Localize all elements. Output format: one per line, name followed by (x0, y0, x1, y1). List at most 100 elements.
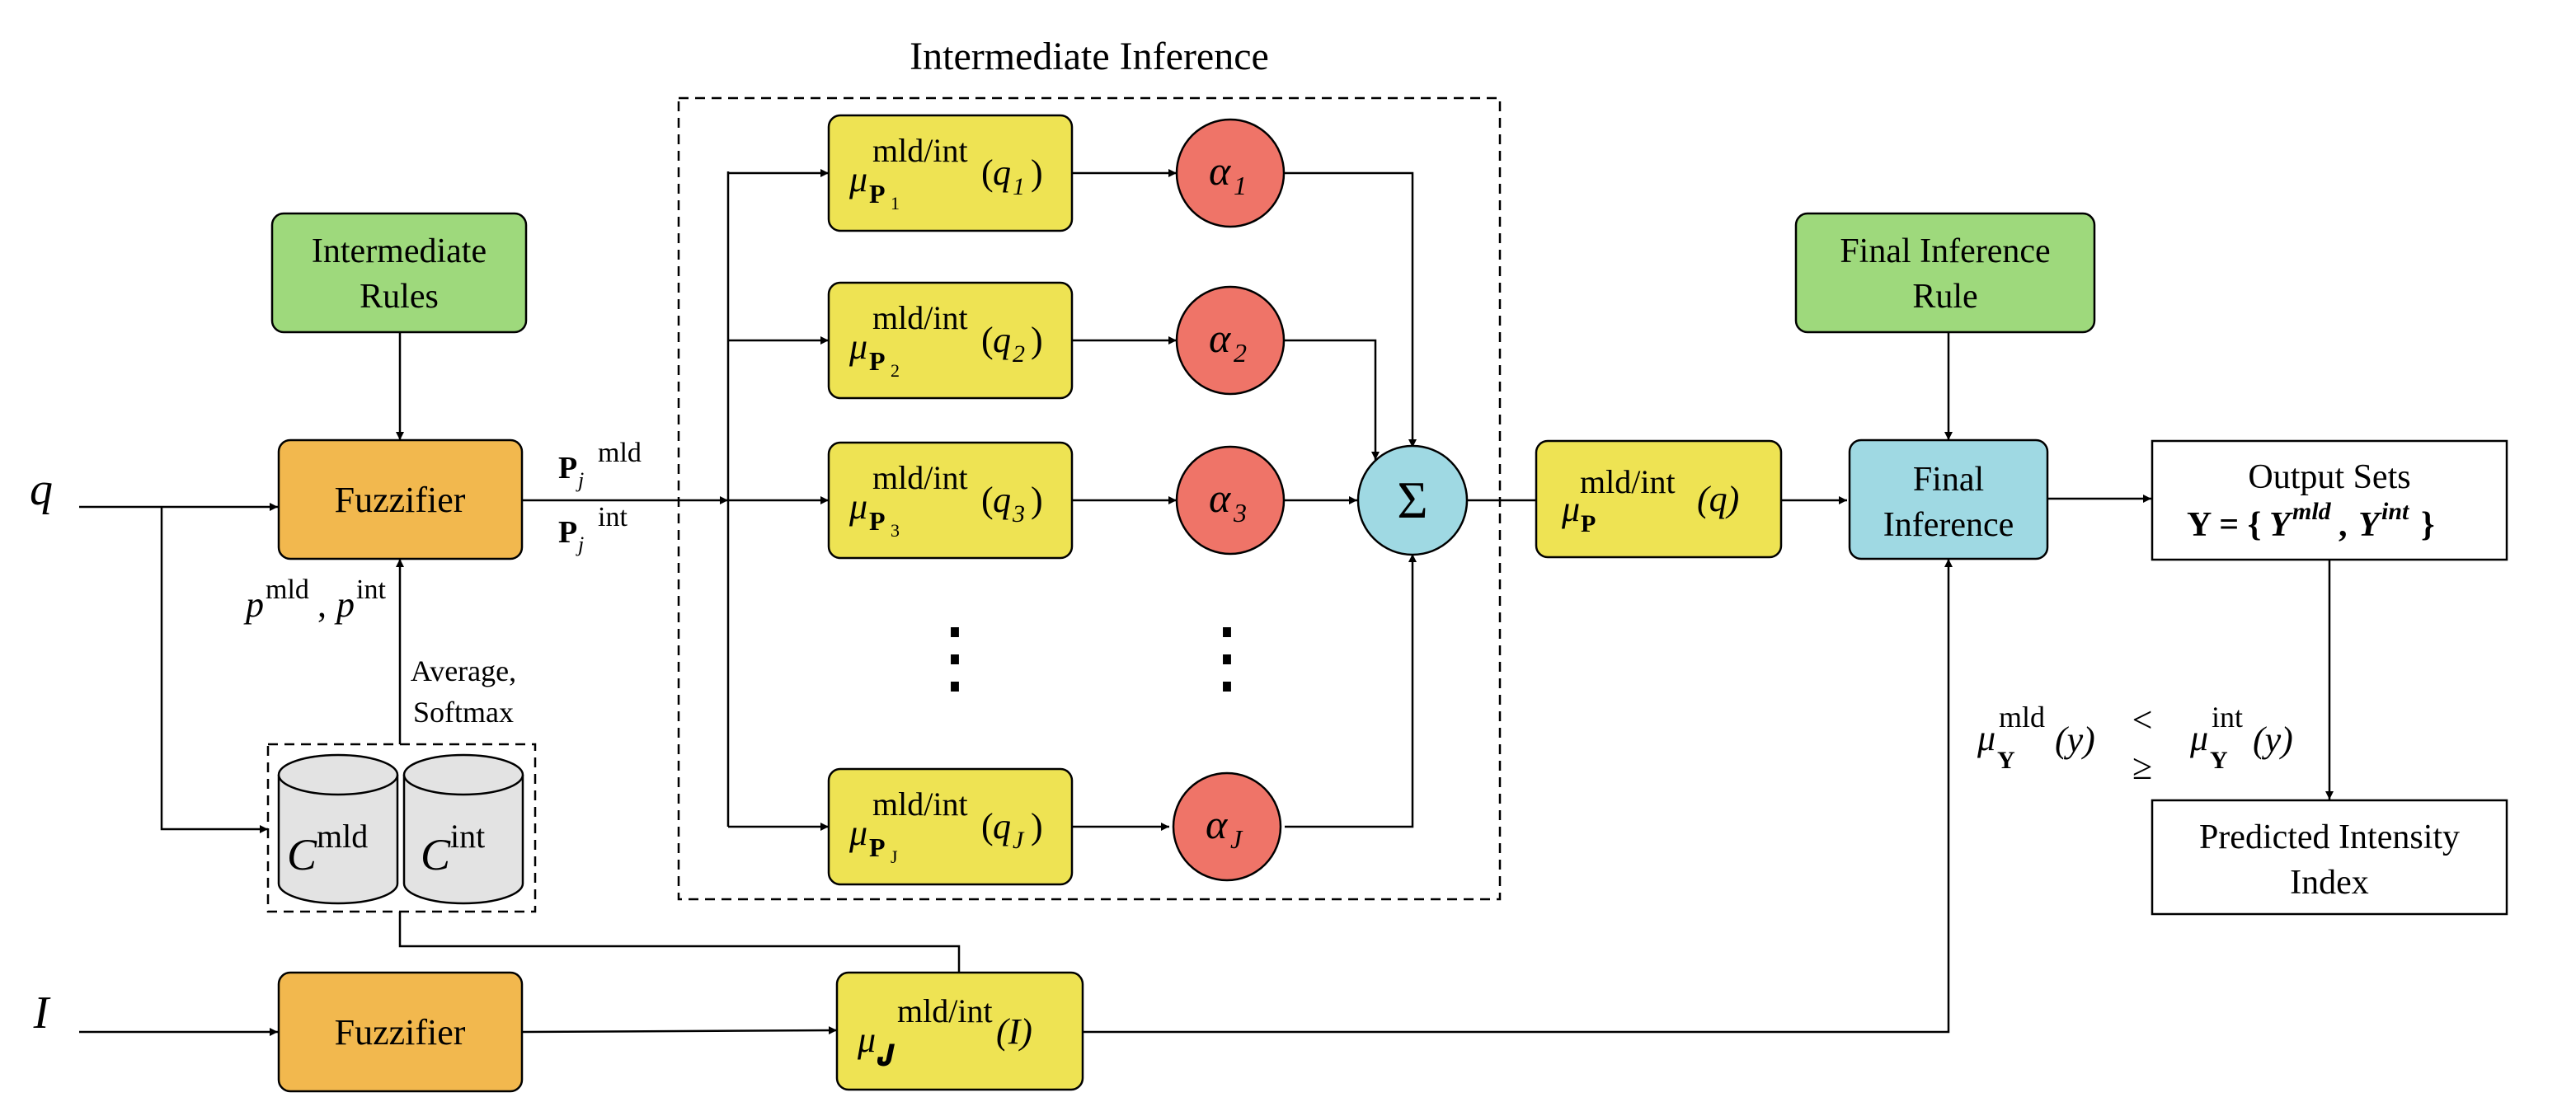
cmp-op-ge: ≥ (2132, 747, 2152, 787)
alpha-circle (1175, 285, 1286, 396)
centroid-mld-sup: mld (317, 818, 368, 855)
edge-intensity-to-final (1083, 559, 1953, 1034)
aggregate-mu: μ (1561, 489, 1580, 529)
edge-fuzzifier-to-intensity (521, 1026, 838, 1035)
membership-arg-close: ) (1031, 320, 1043, 360)
membership-arg-close: ) (1031, 152, 1043, 193)
sum-symbol: Σ (1397, 471, 1427, 529)
alpha-symbol: α (1206, 801, 1229, 847)
alpha-sub: 1 (1234, 171, 1247, 200)
intermediate-rules-line1: Intermediate (312, 232, 487, 270)
p-int-sub: j (576, 532, 584, 556)
edge-centroids-to-intensity (398, 912, 961, 973)
intermediate-rules-line2: Rules (360, 278, 439, 316)
cmp-left-sup: mld (1999, 701, 2045, 734)
membership-arg-open: ( (981, 152, 994, 193)
membership-arg-close: ) (1031, 806, 1043, 846)
cmp-op-lt: < (2132, 700, 2153, 740)
membership-arg-open: ( (981, 480, 994, 520)
intensity-mu: μ (857, 1020, 876, 1060)
aggregate-sup: mld/int (1580, 463, 1676, 500)
output-sets-comma: , (2339, 506, 2348, 544)
predicted-line1: Predicted Intensity (2199, 818, 2460, 856)
intermediate-inference-group (677, 96, 1502, 901)
membership-argsub: 3 (1012, 500, 1025, 528)
centroid-mld-base: C (287, 830, 317, 879)
p-mld-sub: j (576, 468, 584, 492)
fuzzifier-output-labels: P j mld P j int (558, 438, 642, 556)
fuzzifier-top: Fuzzifier (277, 438, 524, 560)
membership-comparison: μ mld Y (y) < ≥ μ int Y (y) (1977, 700, 2293, 787)
sum-node: Σ (1356, 444, 1469, 556)
membership-arg-open: ( (981, 806, 994, 846)
membership-sub: P (869, 179, 886, 209)
aggregate-arg: (q) (1697, 479, 1739, 519)
cmp-left-mu: μ (1977, 718, 1995, 758)
intensity-sup: mld/int (897, 992, 993, 1029)
input-I-label: I (33, 987, 51, 1039)
final-rule-line2: Rule (1912, 278, 1977, 316)
membership-box (827, 441, 1074, 560)
fuzzifier-bottom-label: Fuzzifier (335, 1012, 466, 1053)
membership-sup: mld/int (872, 132, 968, 169)
predicted-line2: Index (2290, 864, 2369, 902)
alpha-circle (1172, 771, 1282, 882)
alpha-symbol: α (1209, 475, 1232, 521)
intensity-membership-box: μ 𝑱 mld/int (I) (835, 971, 1084, 1091)
cmp-right-mu: μ (2189, 718, 2208, 758)
membership-sup: mld/int (872, 785, 968, 823)
p-int-symbol: p (334, 584, 355, 625)
output-sets-title: Output Sets (2248, 458, 2410, 496)
p-mld-base: P (558, 451, 577, 485)
membership-arg: q (993, 152, 1011, 193)
input-q-label: q (30, 464, 53, 515)
membership-box (827, 114, 1074, 232)
fuzzifier-top-label: Fuzzifier (335, 480, 466, 520)
alpha-circle (1175, 118, 1286, 228)
p-int-sup: int (598, 502, 628, 532)
centroid-group (266, 743, 537, 913)
cmp-right-sup: int (2212, 701, 2243, 734)
intensity-arg: (I) (996, 1011, 1032, 1052)
centroid-int-sup: int (450, 818, 485, 855)
membership-subsub: J (891, 846, 898, 867)
membership-mu: μ (848, 486, 867, 527)
membership-arg-close: ) (1031, 480, 1043, 520)
membership-subsub: 3 (891, 520, 900, 541)
ellipsis-alpha: ⋮ (1187, 613, 1267, 701)
membership-subsub: 2 (891, 360, 900, 381)
p-mld-sup-text: mld (266, 574, 309, 605)
membership-box (827, 281, 1074, 400)
final-inference-line2: Inference (1883, 506, 2014, 544)
intermediate-inference-title: Intermediate Inference (910, 35, 1269, 78)
p-int-sup-text: int (356, 574, 386, 605)
output-sets-y-int-sup: int (2381, 498, 2410, 525)
centroid-mld-cylinder: C mld (277, 753, 399, 905)
membership-arg: q (993, 320, 1011, 360)
membership-argsub: J (1013, 827, 1025, 854)
aggregate-sub: P (1581, 510, 1596, 537)
final-inference-box: Final Inference (1848, 438, 2049, 560)
edge-q-to-centroids (160, 507, 268, 833)
edge-alpha1-to-sum (1285, 171, 1417, 448)
output-sets-y-int: Y (2358, 506, 2382, 544)
membership-argsub: 1 (1013, 173, 1025, 200)
ellipsis-membership: ⋮ (915, 613, 994, 701)
alpha-sub: J (1230, 824, 1243, 854)
fuzzifier-bottom: Fuzzifier (277, 971, 524, 1093)
cmp-left-arg: (y) (2055, 720, 2095, 760)
alpha-circle (1175, 445, 1286, 556)
membership-box (827, 767, 1074, 886)
output-sets-suffix: } (2421, 506, 2435, 544)
intermediate-rules-box: Intermediate Rules (270, 212, 528, 334)
intensity-sub: 𝑱 (877, 1041, 895, 1071)
p-comma: , (317, 584, 327, 625)
alpha-sub: 2 (1234, 338, 1247, 368)
membership-argsub: 2 (1013, 340, 1025, 368)
